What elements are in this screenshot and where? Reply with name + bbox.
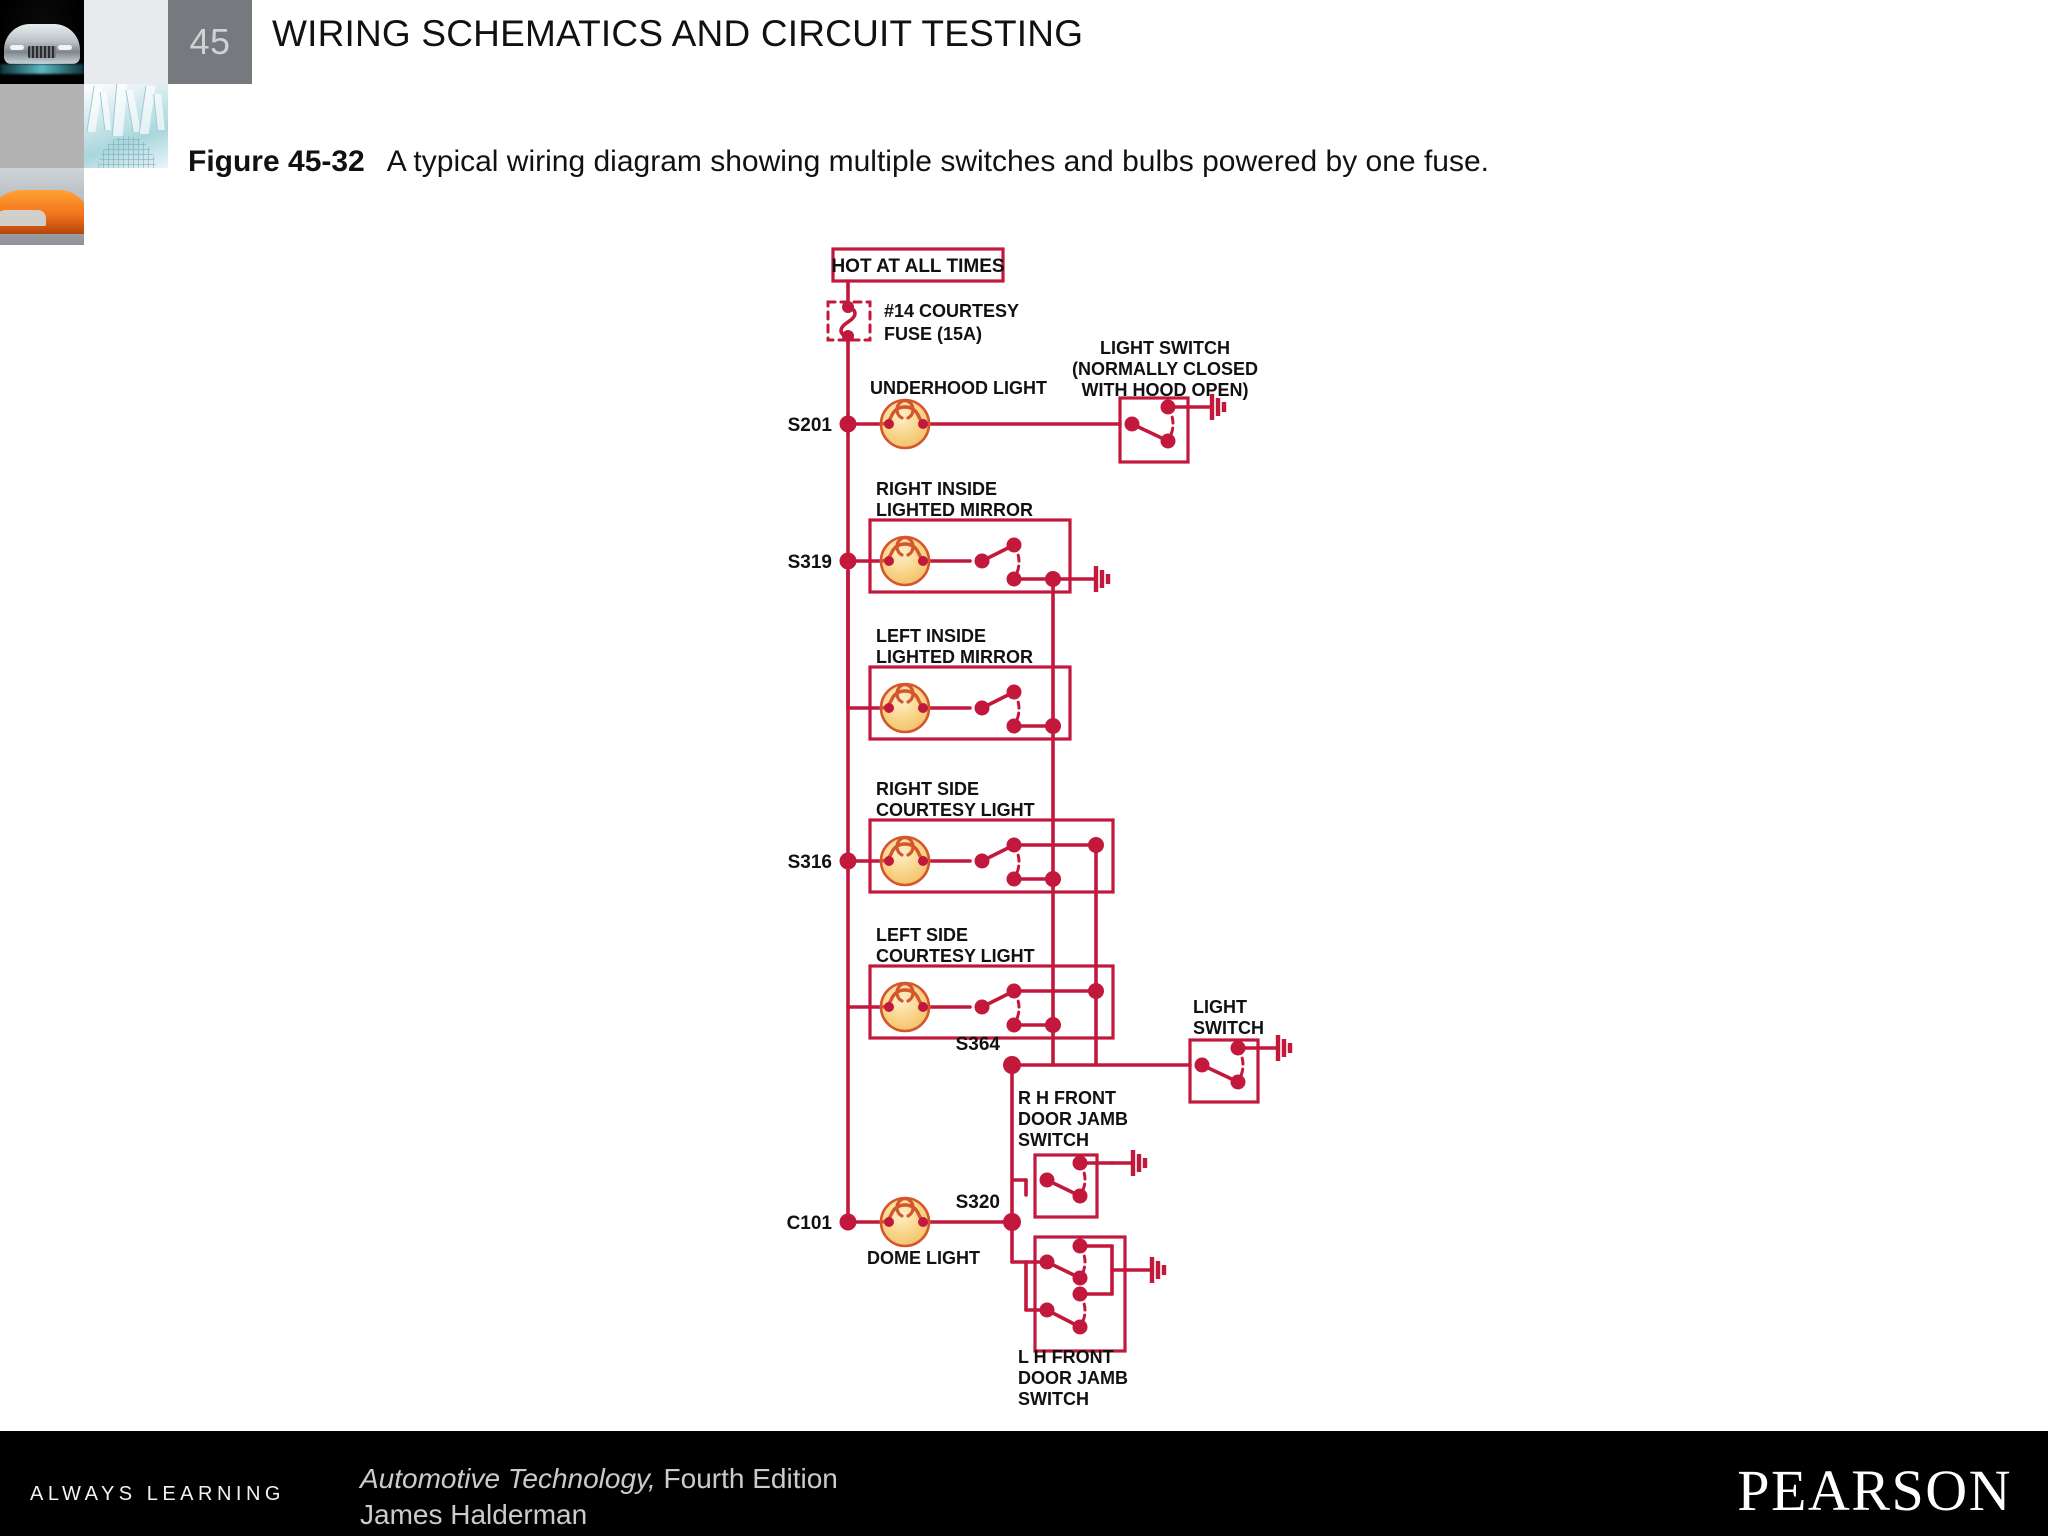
orange-car-photo — [0, 168, 84, 245]
label-fuse-line1: #14 COURTESY — [884, 301, 1019, 321]
label-rh-jamb-line1: R H FRONT — [1018, 1088, 1116, 1108]
pearson-logo: PEARSON — [1737, 1458, 2012, 1523]
node-label-s364: S364 — [956, 1034, 1001, 1055]
silver-car-photo — [0, 0, 84, 84]
label-rh-jamb-line2: DOOR JAMB — [1018, 1109, 1128, 1129]
label-right-inside-mirror-line2: LIGHTED MIRROR — [876, 500, 1033, 520]
crystal-mesh-photo — [84, 84, 168, 168]
label-left-side-courtesy-line1: LEFT SIDE — [876, 925, 968, 945]
white-tile — [84, 168, 168, 245]
label-underhood-light: UNDERHOOD LIGHT — [870, 378, 1047, 398]
node-label-s316: S316 — [788, 852, 832, 873]
decorative-image-mosaic — [0, 0, 168, 245]
label-light-switch-line2: SWITCH — [1193, 1018, 1264, 1038]
label-right-inside-mirror-line1: RIGHT INSIDE — [876, 479, 997, 499]
gray-tile — [0, 84, 84, 168]
node-label-c101: C101 — [787, 1213, 833, 1234]
label-dome-light: DOME LIGHT — [867, 1248, 980, 1268]
node-label-s319: S319 — [788, 552, 832, 573]
label-light-switch-nc-line1: LIGHT SWITCH — [1100, 338, 1230, 358]
label-left-inside-mirror-line2: LIGHTED MIRROR — [876, 647, 1033, 667]
book-title: Automotive Technology, — [360, 1463, 656, 1494]
label-left-inside-mirror-line1: LEFT INSIDE — [876, 626, 986, 646]
wiring-diagram: HOT AT ALL TIMES #14 COURTESY FUSE (15A)… — [787, 247, 2048, 1409]
label-right-side-courtesy-line1: RIGHT SIDE — [876, 779, 979, 799]
page-title: WIRING SCHEMATICS AND CIRCUIT TESTING — [272, 13, 1084, 54]
label-left-side-courtesy-line2: COURTESY LIGHT — [876, 946, 1035, 966]
book-author: James Halderman — [360, 1499, 588, 1530]
label-lh-jamb-line1: L H FRONT — [1018, 1347, 1114, 1367]
label-right-side-courtesy-line2: COURTESY LIGHT — [876, 800, 1035, 820]
book-title-line: Automotive Technology, Fourth Edition — [360, 1463, 838, 1495]
chapter-number-badge: 45 — [168, 0, 252, 84]
figure-caption-text: A typical wiring diagram showing multipl… — [386, 145, 1489, 178]
light-gray-tile — [84, 0, 168, 84]
ground-symbol — [1096, 394, 1290, 1283]
node-label-s320: S320 — [956, 1192, 1000, 1213]
label-hot-at-all-times: HOT AT ALL TIMES — [831, 256, 1004, 277]
label-lh-jamb-line3: SWITCH — [1018, 1389, 1089, 1409]
figure-caption: Figure 45-32 A typical wiring diagram sho… — [188, 145, 1489, 179]
label-fuse-line2: FUSE (15A) — [884, 324, 982, 344]
book-edition: Fourth Edition — [655, 1463, 838, 1494]
label-lh-jamb-line2: DOOR JAMB — [1018, 1368, 1128, 1388]
always-learning-tagline: ALWAYS LEARNING — [30, 1483, 285, 1505]
figure-label: Figure 45-32 — [188, 145, 365, 178]
footer-bar: ALWAYS LEARNING Automotive Technology, F… — [0, 1431, 2048, 1536]
label-light-switch-nc-line2: (NORMALLY CLOSED — [1072, 359, 1258, 379]
label-rh-jamb-line3: SWITCH — [1018, 1130, 1089, 1150]
label-light-switch-line1: LIGHT — [1193, 997, 1247, 1017]
label-light-switch-nc-line3: WITH HOOD OPEN) — [1082, 380, 1249, 400]
node-label-s201: S201 — [788, 415, 833, 436]
